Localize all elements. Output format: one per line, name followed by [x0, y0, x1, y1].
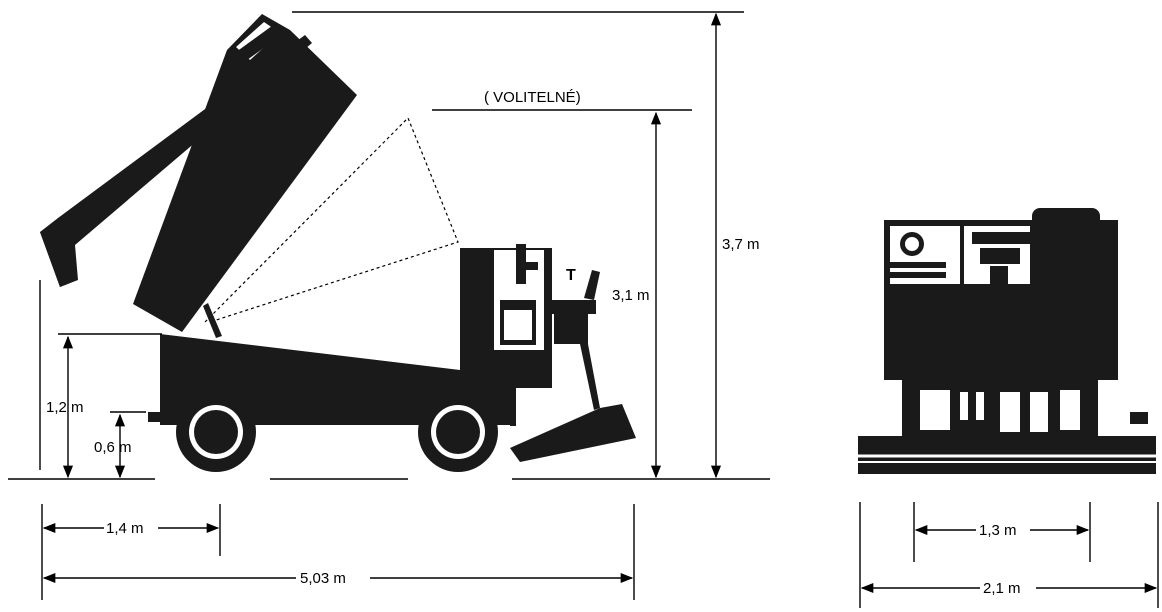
tipping-container: [133, 14, 357, 332]
seat-line: [890, 272, 946, 278]
label-height-dump: 1,2 m: [46, 399, 84, 416]
console-top: [972, 232, 1044, 244]
label-optional: ( VOLITELNÉ): [484, 89, 581, 106]
front-lower-slot: [976, 392, 984, 420]
front-lower-cutout: [1060, 390, 1080, 430]
side-light: [1130, 412, 1148, 424]
label-height-ground: 0,6 m: [94, 439, 132, 456]
front-main-body: [884, 290, 1118, 380]
label-height-max: 3,7 m: [722, 236, 760, 253]
console-post: [990, 266, 1008, 288]
rear-wheel: [176, 392, 256, 472]
chassis-body: [160, 248, 552, 425]
control-lever: [522, 262, 538, 270]
scoop-arm: [580, 344, 600, 410]
label-total-length: 5,03 m: [300, 570, 346, 587]
label-height-optional: 3,1 m: [612, 287, 650, 304]
support-strut: [203, 303, 222, 338]
side-view: T 3,7 m ( VOLITELNÉ) 3,1 m 1,2 m: [8, 11, 770, 600]
driver-seat: [548, 300, 596, 314]
seat-back: [584, 270, 600, 300]
optional-container-outline: [204, 116, 459, 323]
joystick-t: T: [566, 267, 576, 284]
front-lower-cutout: [920, 390, 950, 430]
seat-base: [554, 314, 588, 344]
front-lower-slot: [1030, 392, 1048, 432]
front-wheel: [418, 392, 498, 472]
steering-column: [516, 244, 526, 284]
front-view: 1,3 m 2,1 m: [858, 208, 1159, 608]
label-front-overhang: 1,4 m: [106, 520, 144, 537]
front-post: [510, 388, 516, 426]
front-lower-slot: [960, 392, 968, 420]
front-scoop: [510, 404, 636, 462]
front-roof-hump: [1032, 208, 1100, 228]
container-lid: [225, 23, 287, 68]
label-total-width: 2,1 m: [983, 580, 1021, 597]
boom-hook: [40, 228, 70, 287]
label-track-width: 1,3 m: [979, 522, 1017, 539]
steering-wheel-hub: [905, 237, 919, 251]
console-mid: [980, 248, 1020, 264]
cab-seat-inner: [504, 310, 532, 340]
rear-bumper: [148, 412, 168, 422]
seat-line: [890, 262, 946, 268]
front-lower-slot: [1000, 392, 1020, 432]
